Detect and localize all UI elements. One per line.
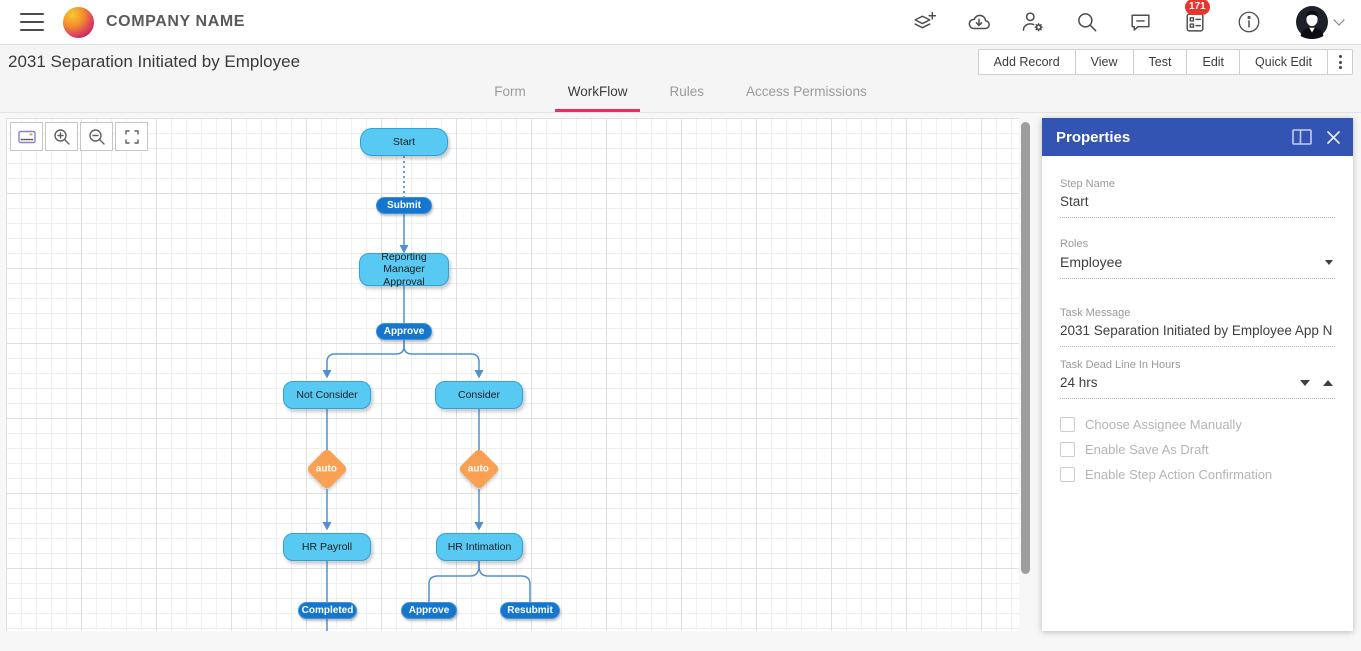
workflow-step-consider[interactable]: Consider — [435, 381, 523, 409]
record-actions: Add Record View Test Edit Quick Edit — [977, 49, 1353, 75]
workflow-step-hr-intimation[interactable]: HR Intimation — [436, 533, 523, 561]
info-icon[interactable] — [1235, 9, 1262, 36]
split-view-icon[interactable] — [1292, 129, 1312, 145]
field-task-message: Task Message 2031 Separation Initiated b… — [1060, 307, 1335, 347]
checkbox-enable-step-action-confirmation[interactable]: Enable Step Action Confirmation — [1060, 467, 1335, 482]
options-checkbox-group: Choose Assignee Manually Enable Save As … — [1060, 417, 1335, 482]
page-title: 2031 Separation Initiated by Employee — [8, 52, 301, 71]
cloud-download-icon[interactable] — [965, 9, 992, 36]
workflow-step-hr-payroll[interactable]: HR Payroll — [283, 533, 371, 561]
notification-badge[interactable]: 171 — [1185, 0, 1210, 15]
chevron-down-icon — [1333, 14, 1345, 26]
step-name-label: Step Name — [1060, 178, 1116, 190]
more-options-icon — [1338, 55, 1342, 69]
workflow-step-start[interactable]: Start — [360, 128, 448, 156]
zoom-in-icon — [53, 128, 70, 145]
checkbox-icon[interactable] — [1060, 417, 1075, 432]
deadline-decrease-caret-icon[interactable] — [1300, 379, 1310, 386]
zoom-out-icon — [88, 128, 105, 145]
view-button[interactable]: View — [1074, 49, 1134, 75]
fullscreen-icon — [124, 129, 139, 144]
main-area: Start Reporting Manager Approval Not Con… — [0, 114, 1361, 651]
step-name-input[interactable]: Start — [1060, 190, 1335, 218]
fullscreen-button[interactable] — [115, 122, 148, 151]
task-deadline-stepper[interactable]: 24 hrs — [1060, 371, 1335, 399]
workflow-action-submit[interactable]: Submit — [376, 197, 432, 214]
close-icon[interactable] — [1326, 130, 1341, 145]
field-step-name: Step Name Start — [1060, 178, 1335, 218]
zoom-out-button[interactable] — [80, 122, 113, 151]
add-layers-icon[interactable] — [911, 9, 938, 36]
workflow-step-not-consider[interactable]: Not Consider — [283, 381, 371, 409]
user-settings-icon[interactable] — [1019, 9, 1046, 36]
test-button[interactable]: Test — [1132, 49, 1188, 75]
workflow-action-resubmit[interactable]: Resubmit — [500, 602, 560, 619]
checkbox-enable-save-as-draft[interactable]: Enable Save As Draft — [1060, 442, 1335, 457]
hamburger-menu-icon[interactable] — [20, 13, 44, 31]
field-roles: Roles Employee — [1060, 238, 1335, 279]
company-logo — [63, 6, 94, 38]
checkbox-icon[interactable] — [1060, 467, 1075, 482]
roles-dropdown-caret-icon[interactable] — [1325, 259, 1333, 265]
workflow-action-completed[interactable]: Completed — [298, 602, 357, 619]
user-avatar-menu[interactable] — [1295, 5, 1345, 39]
checkbox-choose-assignee-manually[interactable]: Choose Assignee Manually — [1060, 417, 1335, 432]
top-header: COMPANY NAME 171 — [0, 0, 1361, 45]
workflow-canvas[interactable]: Start Reporting Manager Approval Not Con… — [6, 118, 1019, 631]
properties-panel-header: Properties — [1042, 118, 1353, 156]
checkbox-icon[interactable] — [1060, 442, 1075, 457]
workflow-action-approve-2[interactable]: Approve — [401, 602, 457, 619]
tab-rules[interactable]: Rules — [669, 84, 704, 99]
task-deadline-label: Task Dead Line In Hours — [1060, 359, 1181, 371]
quick-edit-button[interactable]: Quick Edit — [1239, 49, 1328, 75]
roles-label: Roles — [1060, 238, 1089, 250]
header-actions: 171 — [911, 0, 1361, 39]
task-message-input[interactable]: 2031 Separation Initiated by Employee Ap… — [1060, 319, 1335, 347]
tab-form[interactable]: Form — [494, 84, 526, 99]
tab-workflow[interactable]: WorkFlow — [554, 84, 641, 112]
tabs: Form WorkFlow Rules Access Permissions — [0, 78, 1361, 113]
workflow-action-approve[interactable]: Approve — [376, 323, 432, 340]
add-record-button[interactable]: Add Record — [977, 49, 1076, 75]
search-icon[interactable] — [1073, 9, 1100, 36]
canvas-toolbar — [10, 122, 148, 151]
feedback-comment-icon[interactable] — [1127, 9, 1154, 36]
edit-button[interactable]: Edit — [1186, 49, 1241, 75]
deadline-increase-caret-icon[interactable] — [1323, 379, 1333, 386]
field-task-deadline: Task Dead Line In Hours 24 hrs — [1060, 359, 1335, 399]
tasks-icon[interactable]: 171 — [1181, 0, 1210, 36]
workflow-step-reporting-manager-approval[interactable]: Reporting Manager Approval — [359, 251, 449, 288]
title-bar: 2031 Separation Initiated by Employee Ad… — [0, 46, 1361, 78]
keyboard-icon — [17, 130, 36, 143]
keyboard-shortcuts-button[interactable] — [10, 122, 43, 151]
properties-panel: Properties Step Name Start Roles — [1042, 118, 1353, 631]
roles-select[interactable]: Employee — [1060, 250, 1335, 279]
task-message-label: Task Message — [1060, 307, 1131, 319]
workflow-connectors — [322, 156, 531, 631]
avatar[interactable] — [1295, 5, 1329, 39]
more-options-button[interactable] — [1327, 49, 1353, 75]
company-name: COMPANY NAME — [106, 13, 246, 30]
properties-title: Properties — [1056, 128, 1131, 146]
tab-access-permissions[interactable]: Access Permissions — [745, 84, 867, 99]
canvas-vertical-scrollbar[interactable] — [1021, 122, 1030, 574]
zoom-in-button[interactable] — [45, 122, 78, 151]
